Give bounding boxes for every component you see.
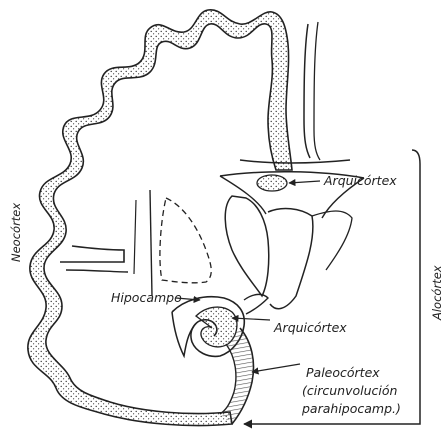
label-paleocortex-parahipocamp: parahipocamp.) (301, 401, 401, 416)
paleocortex-leader (252, 364, 300, 372)
indusium-griseum-patch (257, 175, 287, 191)
label-paleocortex: Paleocórtex (306, 365, 380, 380)
hippocampal-formation (172, 294, 268, 424)
label-alocortex: Alocórtex (430, 265, 444, 321)
label-neocortex: Neocórtex (9, 203, 23, 262)
arquicortex-top-leader (289, 181, 320, 183)
opposite-hemisphere-outline (304, 22, 320, 160)
arquicortex-mid-leader (232, 318, 270, 320)
label-paleocortex-circunvolucion: (circunvolución (302, 383, 398, 398)
label-arquicortex-mid: Arquicórtex (273, 320, 347, 335)
label-hipocampo: Hipocampo (111, 290, 182, 305)
label-arquicortex-top: Arquicórtex (323, 173, 397, 188)
